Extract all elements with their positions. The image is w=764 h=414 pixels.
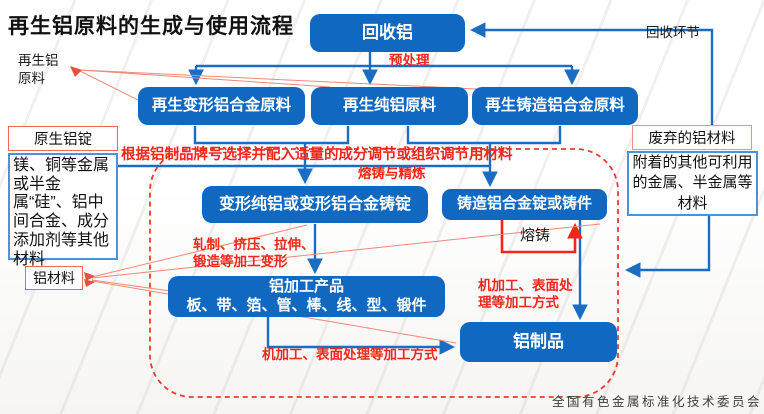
- edge-merge-right: [406, 126, 562, 145]
- callout-arrowhead-recycled: [70, 66, 82, 77]
- annotation-rolling: 轧制、挤压、拉伸、 锻造等加工变形: [193, 237, 315, 269]
- node-cast-alloy-raw: 再生铸造铝合金原料: [472, 87, 638, 125]
- node-cast-ingot: 铸造铝合金锭或铸件: [442, 189, 607, 220]
- callout-almaterial-3: [91, 279, 171, 292]
- node-al-product: 铝制品: [460, 322, 617, 362]
- label-melt-cast: 熔铸: [520, 227, 551, 244]
- callout-recycled-raw-3: [79, 69, 498, 91]
- node-recycled-aluminum: 回收铝: [310, 14, 465, 52]
- slide-title: 再生铝原料的生成与使用流程: [8, 15, 294, 38]
- edge-remelt-loop: [500, 220, 583, 254]
- annotation-machining-right: 机加工、表面处 理等加工方式: [478, 278, 573, 310]
- edge-recycle-return: [469, 22, 714, 125]
- callout-arrowhead-almaterial-2: [84, 279, 95, 287]
- box-attached-materials: 附着的其他可利用的金属、半金属等材料: [627, 151, 758, 216]
- node-aluminum-products: 铝加工产品 板、带、箔、管、棒、线、型、锻件: [168, 276, 445, 317]
- edge-merge-left: [193, 126, 350, 145]
- callout-recycled-raw-1: [79, 70, 143, 103]
- annotation-machining-bottom: 机加工、表面处理等加工方式: [262, 347, 438, 362]
- callout-arrowhead-almaterial-1: [84, 272, 95, 281]
- node-aluminum-products-line2: 板、带、箔、管、棒、线、型、锻件: [186, 296, 427, 314]
- box-additives: 镁、铜等金属或半金属“硅”、铝中间合金、成分添加剂等其他材料: [8, 153, 118, 268]
- annotation-pretreatment: 预处理: [389, 53, 430, 68]
- annotation-select-mix: 根据铝制品牌号选择并配入适量的成分调节或组织调节用材料: [121, 147, 513, 163]
- annotation-melt-refine: 熔铸与精炼: [358, 166, 426, 181]
- label-recycle-stage: 回收环节: [646, 25, 700, 40]
- edge-products-to-product: [266, 316, 456, 355]
- box-primary-ingot: 原生铝锭: [8, 126, 118, 151]
- footer-committee: 全国有色金属标准化技术委员会: [552, 395, 763, 409]
- box-discarded-al: 废弃的铝材料: [632, 125, 752, 150]
- callout-almaterial-2: [91, 223, 601, 279]
- label-recycled-aluminum-raw: 再生铝 原料: [18, 53, 59, 86]
- edge-attached-feedback: [624, 216, 711, 278]
- node-aluminum-products-line1: 铝加工产品: [268, 277, 344, 295]
- node-deformed-ingot: 变形纯铝或变形铝合金铸锭: [202, 186, 428, 223]
- callout-recycled-raw-2: [79, 69, 331, 88]
- process-boundary-dashed: [149, 148, 619, 398]
- callout-almaterial-1: [91, 224, 308, 278]
- node-deformed-alloy-raw: 再生变形铝合金原料: [138, 87, 305, 125]
- box-al-material: 铝材料: [25, 266, 83, 290]
- node-pure-al-raw: 再生纯铝原料: [311, 87, 468, 125]
